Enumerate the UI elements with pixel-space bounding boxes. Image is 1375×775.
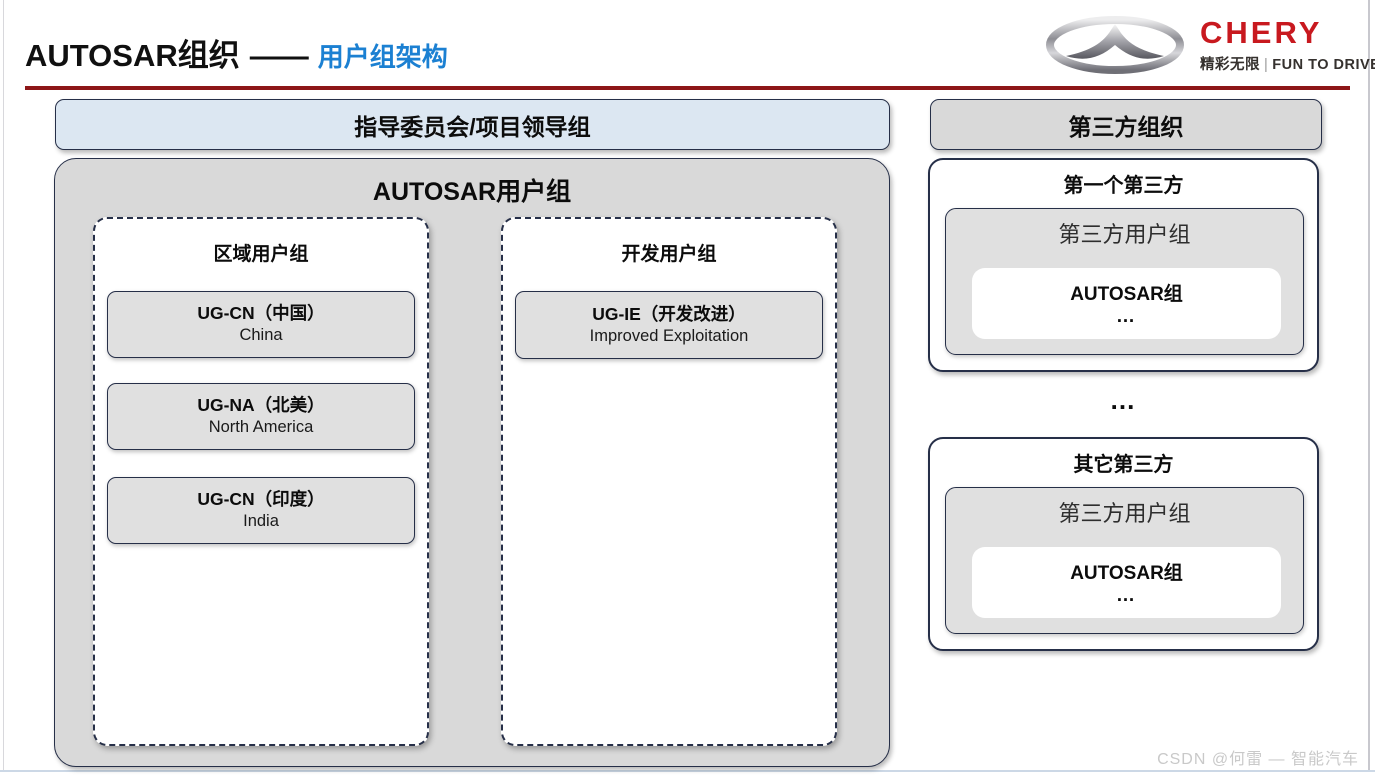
- chery-tagline: 精彩无限|FUN TO DRIVE: [1200, 53, 1375, 74]
- regional-user-group-title: 区域用户组: [213, 244, 309, 265]
- ug-cn-india-item: UG-CN（印度） India: [107, 477, 415, 544]
- chery-logo-text: CHERY 精彩无限|FUN TO DRIVE: [1200, 17, 1375, 74]
- ug-cn-china-item: UG-CN（中国） China: [107, 291, 415, 358]
- third-party-org-label: 第三方组织: [1068, 113, 1184, 140]
- other-third-party-user-group-box: 第三方用户组 AUTOSAR组 …: [945, 487, 1304, 634]
- first-autosar-group-ellipsis: …: [1116, 306, 1137, 327]
- page-title: AUTOSAR组织 —— 用户组架构: [25, 30, 448, 75]
- slide-edge-left: [3, 0, 4, 771]
- first-third-party-box: 第一个第三方 第三方用户组 AUTOSAR组 …: [928, 158, 1319, 372]
- chery-emblem-icon: [1046, 16, 1184, 74]
- ug-cn-china-sub: China: [239, 326, 283, 345]
- steering-committee-label: 指导委员会/项目领导组: [354, 113, 591, 140]
- ug-ie-name: UG-IE（开发改进）: [592, 303, 746, 324]
- development-user-group-box: 开发用户组 UG-IE（开发改进） Improved Exploitation: [501, 217, 837, 746]
- ug-ie-item: UG-IE（开发改进） Improved Exploitation: [515, 291, 823, 359]
- slide-edge-bottom: [0, 770, 1375, 772]
- other-third-party-title: 其它第三方: [1073, 454, 1174, 476]
- chery-logo: CHERY 精彩无限|FUN TO DRIVE: [1044, 16, 1375, 74]
- first-third-party-user-group-box: 第三方用户组 AUTOSAR组 …: [945, 208, 1304, 355]
- other-third-party-user-group-title: 第三方用户组: [1058, 501, 1191, 526]
- steering-committee-box: 指导委员会/项目领导组: [55, 99, 890, 150]
- slide-edge-right: [1368, 0, 1370, 771]
- page-title-dash: ——: [249, 38, 309, 73]
- page-title-sub: 用户组架构: [317, 42, 448, 72]
- regional-user-group-box: 区域用户组 UG-CN（中国） China UG-NA（北美） North Am…: [93, 217, 429, 746]
- autosar-user-group-title: AUTOSAR用户组: [372, 178, 572, 206]
- csdn-watermark: CSDN @何雷 — 智能汽车: [1157, 751, 1359, 768]
- chery-tagline-en: FUN TO DRIVE: [1272, 56, 1375, 73]
- ug-na-item: UG-NA（北美） North America: [107, 383, 415, 450]
- first-third-party-user-group-title: 第三方用户组: [1058, 222, 1191, 247]
- third-party-ellipsis: …: [1109, 385, 1138, 415]
- other-third-party-box: 其它第三方 第三方用户组 AUTOSAR组 …: [928, 437, 1319, 651]
- first-third-party-title: 第一个第三方: [1063, 175, 1184, 197]
- other-autosar-group-title: AUTOSAR组: [1070, 563, 1183, 584]
- ug-na-sub: North America: [208, 418, 314, 437]
- ug-cn-india-name: UG-CN（印度）: [197, 489, 325, 510]
- header-divider: [25, 86, 1350, 90]
- chery-tagline-cn: 精彩无限: [1200, 56, 1260, 73]
- other-autosar-group-ellipsis: …: [1116, 585, 1137, 606]
- ug-cn-india-sub: India: [243, 512, 279, 531]
- third-party-org-header: 第三方组织: [930, 99, 1322, 150]
- first-autosar-group-box: AUTOSAR组 …: [972, 268, 1281, 339]
- ug-ie-sub: Improved Exploitation: [589, 326, 749, 345]
- page-title-main: AUTOSAR组织: [25, 38, 240, 73]
- first-autosar-group-title: AUTOSAR组: [1070, 284, 1183, 305]
- development-user-group-title: 开发用户组: [621, 244, 717, 265]
- ug-cn-china-name: UG-CN（中国）: [197, 303, 325, 324]
- other-autosar-group-box: AUTOSAR组 …: [972, 547, 1281, 618]
- chery-tagline-separator: |: [1264, 56, 1269, 73]
- chery-brand-name: CHERY: [1200, 14, 1323, 50]
- ug-na-name: UG-NA（北美）: [197, 395, 325, 416]
